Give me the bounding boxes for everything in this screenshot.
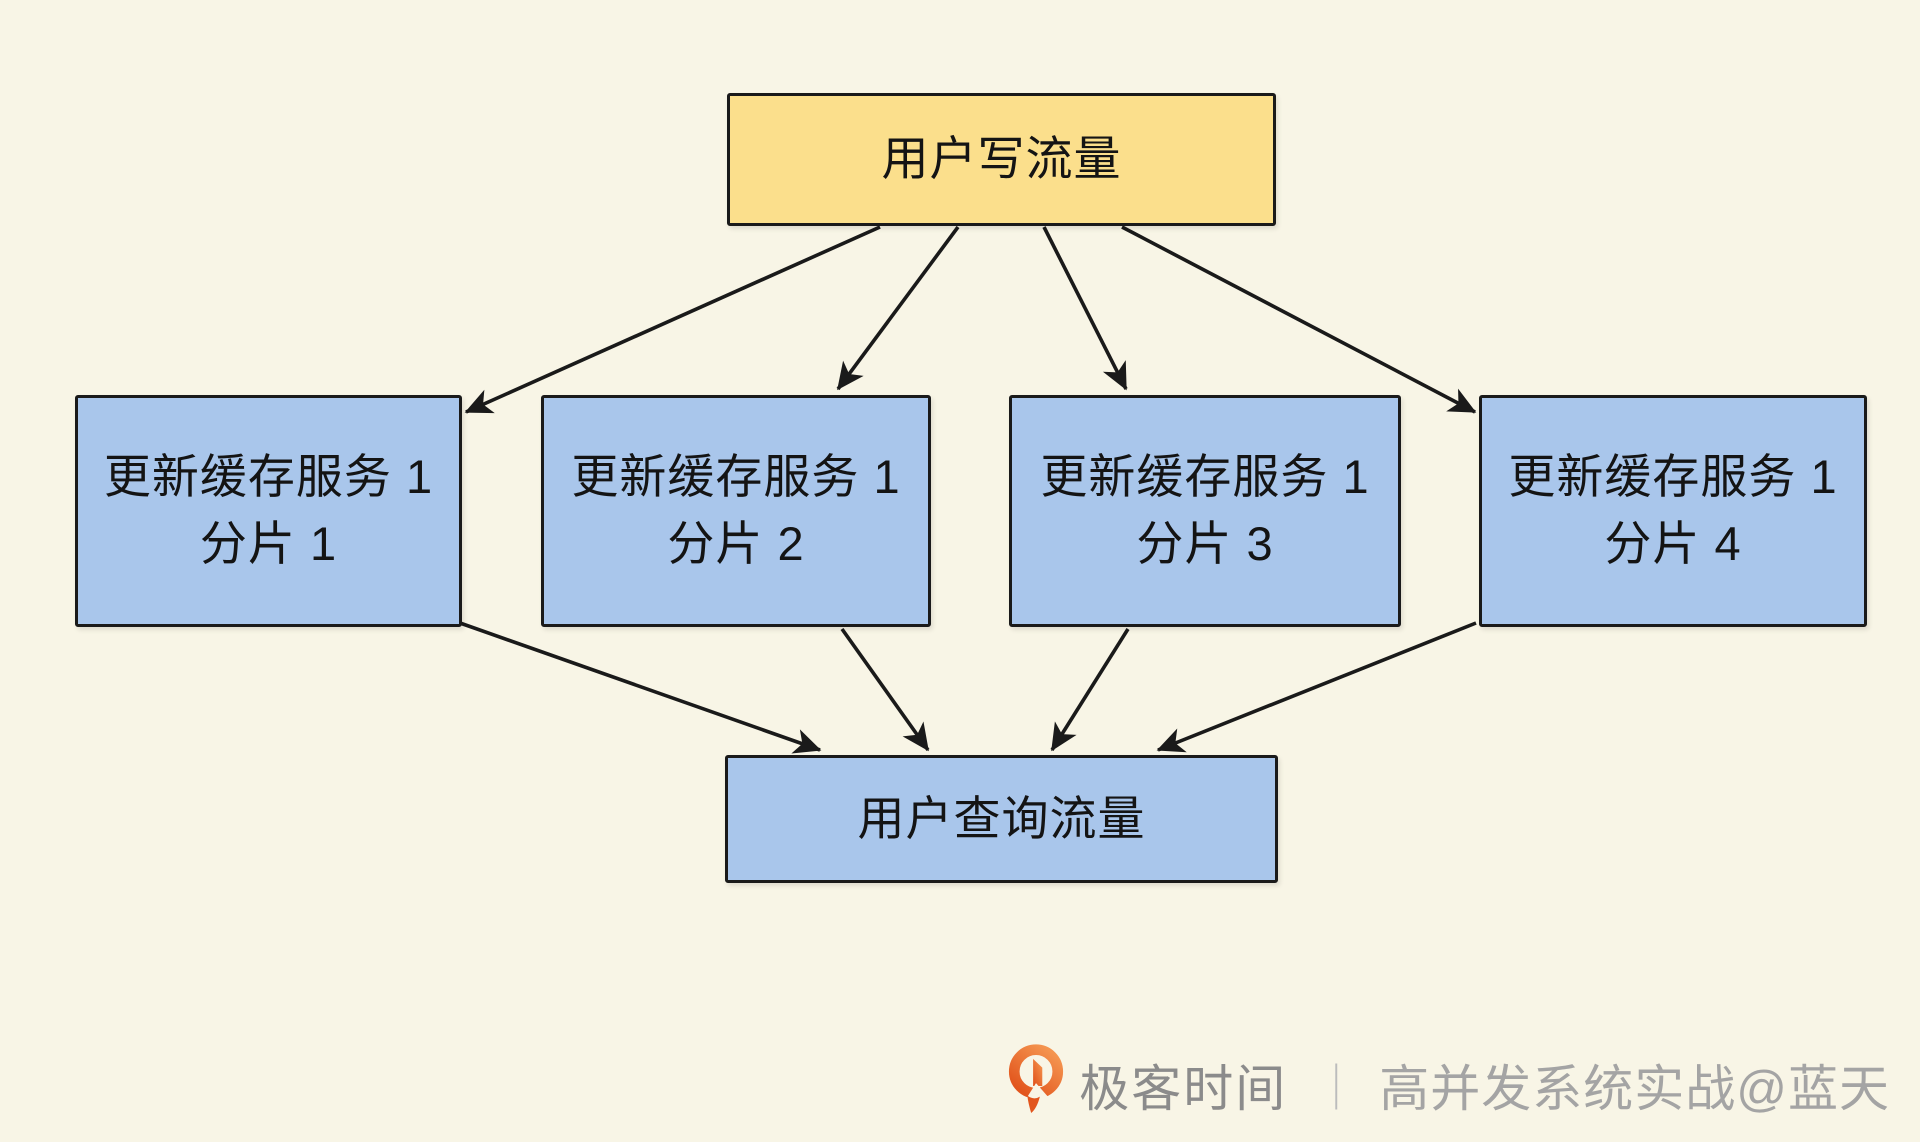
node-user-write-traffic: 用户写流量 xyxy=(727,93,1276,226)
edge-shard1-to-query xyxy=(459,621,822,754)
node-label-line2: 分片 1 xyxy=(199,517,338,570)
node-cache-shard-1: 更新缓存服务 1 分片 1 xyxy=(75,395,462,627)
node-label-line2: 分片 3 xyxy=(1136,517,1274,570)
node-label-line1: 更新缓存服务 1 xyxy=(103,450,434,504)
node-label: 用户写流量 xyxy=(881,132,1122,186)
edge-write-to-shard2 xyxy=(836,225,960,391)
node-cache-shard-3: 更新缓存服务 1 分片 3 xyxy=(1009,395,1401,627)
edge-write-to-shard3 xyxy=(1042,226,1128,391)
edge-shard3-to-query xyxy=(1050,628,1130,752)
edge-write-to-shard4 xyxy=(1121,225,1477,414)
edge-shard2-to-query xyxy=(840,627,930,752)
node-label: 用户查询流量 xyxy=(857,791,1146,845)
node-cache-shard-2: 更新缓存服务 1 分片 2 xyxy=(541,395,931,627)
watermark-separator: ｜ xyxy=(1313,1062,1360,1114)
edge-shard4-to-query xyxy=(1156,621,1477,753)
node-label-line1: 更新缓存服务 1 xyxy=(1508,450,1838,504)
node-cache-shard-4: 更新缓存服务 1 分片 4 xyxy=(1479,395,1867,627)
edge-write-to-shard1 xyxy=(464,225,881,414)
watermark-credit: 高并发系统实战@蓝天 xyxy=(1379,1061,1890,1117)
node-user-query-traffic: 用户查询流量 xyxy=(725,755,1278,883)
node-label-line2: 分片 4 xyxy=(1604,517,1742,570)
watermark: 极客时间 ｜ 高并发系统实战@蓝天 xyxy=(1007,1040,1890,1130)
geektime-logo-icon xyxy=(1009,1044,1064,1114)
node-label-line1: 更新缓存服务 1 xyxy=(1040,450,1370,504)
node-label-line2: 分片 2 xyxy=(667,517,805,570)
watermark-brand: 极客时间 xyxy=(1079,1061,1288,1117)
node-label-line1: 更新缓存服务 1 xyxy=(571,450,901,504)
